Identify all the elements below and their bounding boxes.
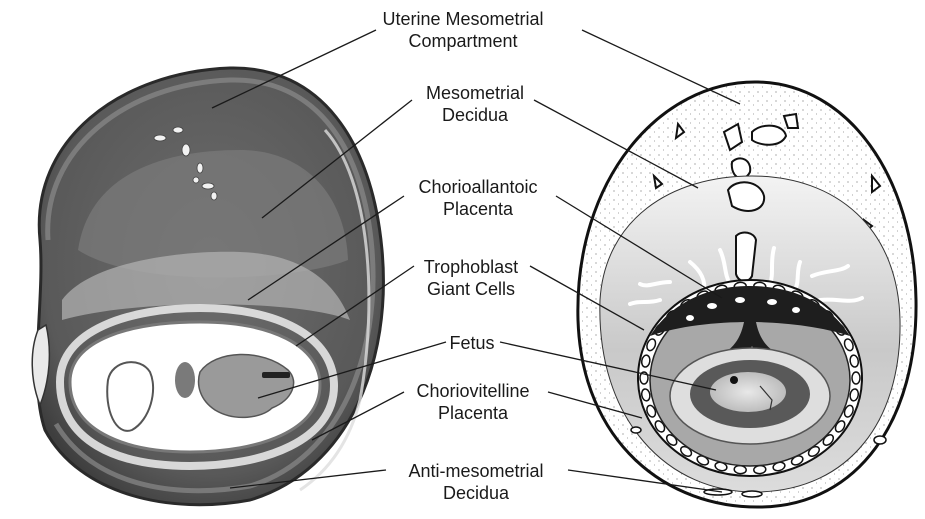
label-uterine-mesometrial: Uterine Mesometrial Compartment (378, 8, 548, 52)
label-fetus-line1: Fetus (440, 332, 504, 354)
label-chorioallantoic-line1: Chorioallantoic (398, 176, 558, 198)
label-anti-line1: Anti-mesometrial (388, 460, 564, 482)
label-trophoblast-giant-cells: Trophoblast Giant Cells (408, 256, 534, 300)
label-mesometrial-decidua: Mesometrial Decidua (410, 82, 540, 126)
label-fetus: Fetus (440, 332, 504, 354)
label-chorioallantoic-placenta: Chorioallantoic Placenta (398, 176, 558, 220)
label-chorioallantoic-line2: Placenta (398, 198, 558, 220)
photo-embryo-dark-mark (262, 372, 290, 378)
giant-cell (852, 372, 860, 384)
label-anti-line2: Decidua (388, 482, 564, 504)
histology-section (32, 68, 383, 505)
schematic-diagram (578, 82, 916, 507)
label-choriovitelline-line1: Choriovitelline (398, 380, 548, 402)
label-mesometrial-line2: Decidua (410, 104, 540, 126)
photo-embryo-mid (175, 362, 195, 398)
label-trophoblast-line2: Giant Cells (408, 278, 534, 300)
label-mesometrial-line1: Mesometrial (410, 82, 540, 104)
central-vessel-lower (736, 233, 756, 282)
label-anti-mesometrial-decidua: Anti-mesometrial Decidua (388, 460, 564, 504)
leader-uterine-right (582, 30, 740, 104)
label-uterine-line2: Compartment (378, 30, 548, 52)
label-uterine-line1: Uterine Mesometrial (378, 8, 548, 30)
fetus-body (710, 372, 786, 412)
label-trophoblast-line1: Trophoblast (408, 256, 534, 278)
label-choriovitelline-line2: Placenta (398, 402, 548, 424)
fetus-heart-mark (730, 376, 738, 384)
central-vessel-upper (728, 182, 764, 211)
label-choriovitelline-placenta: Choriovitelline Placenta (398, 380, 548, 424)
